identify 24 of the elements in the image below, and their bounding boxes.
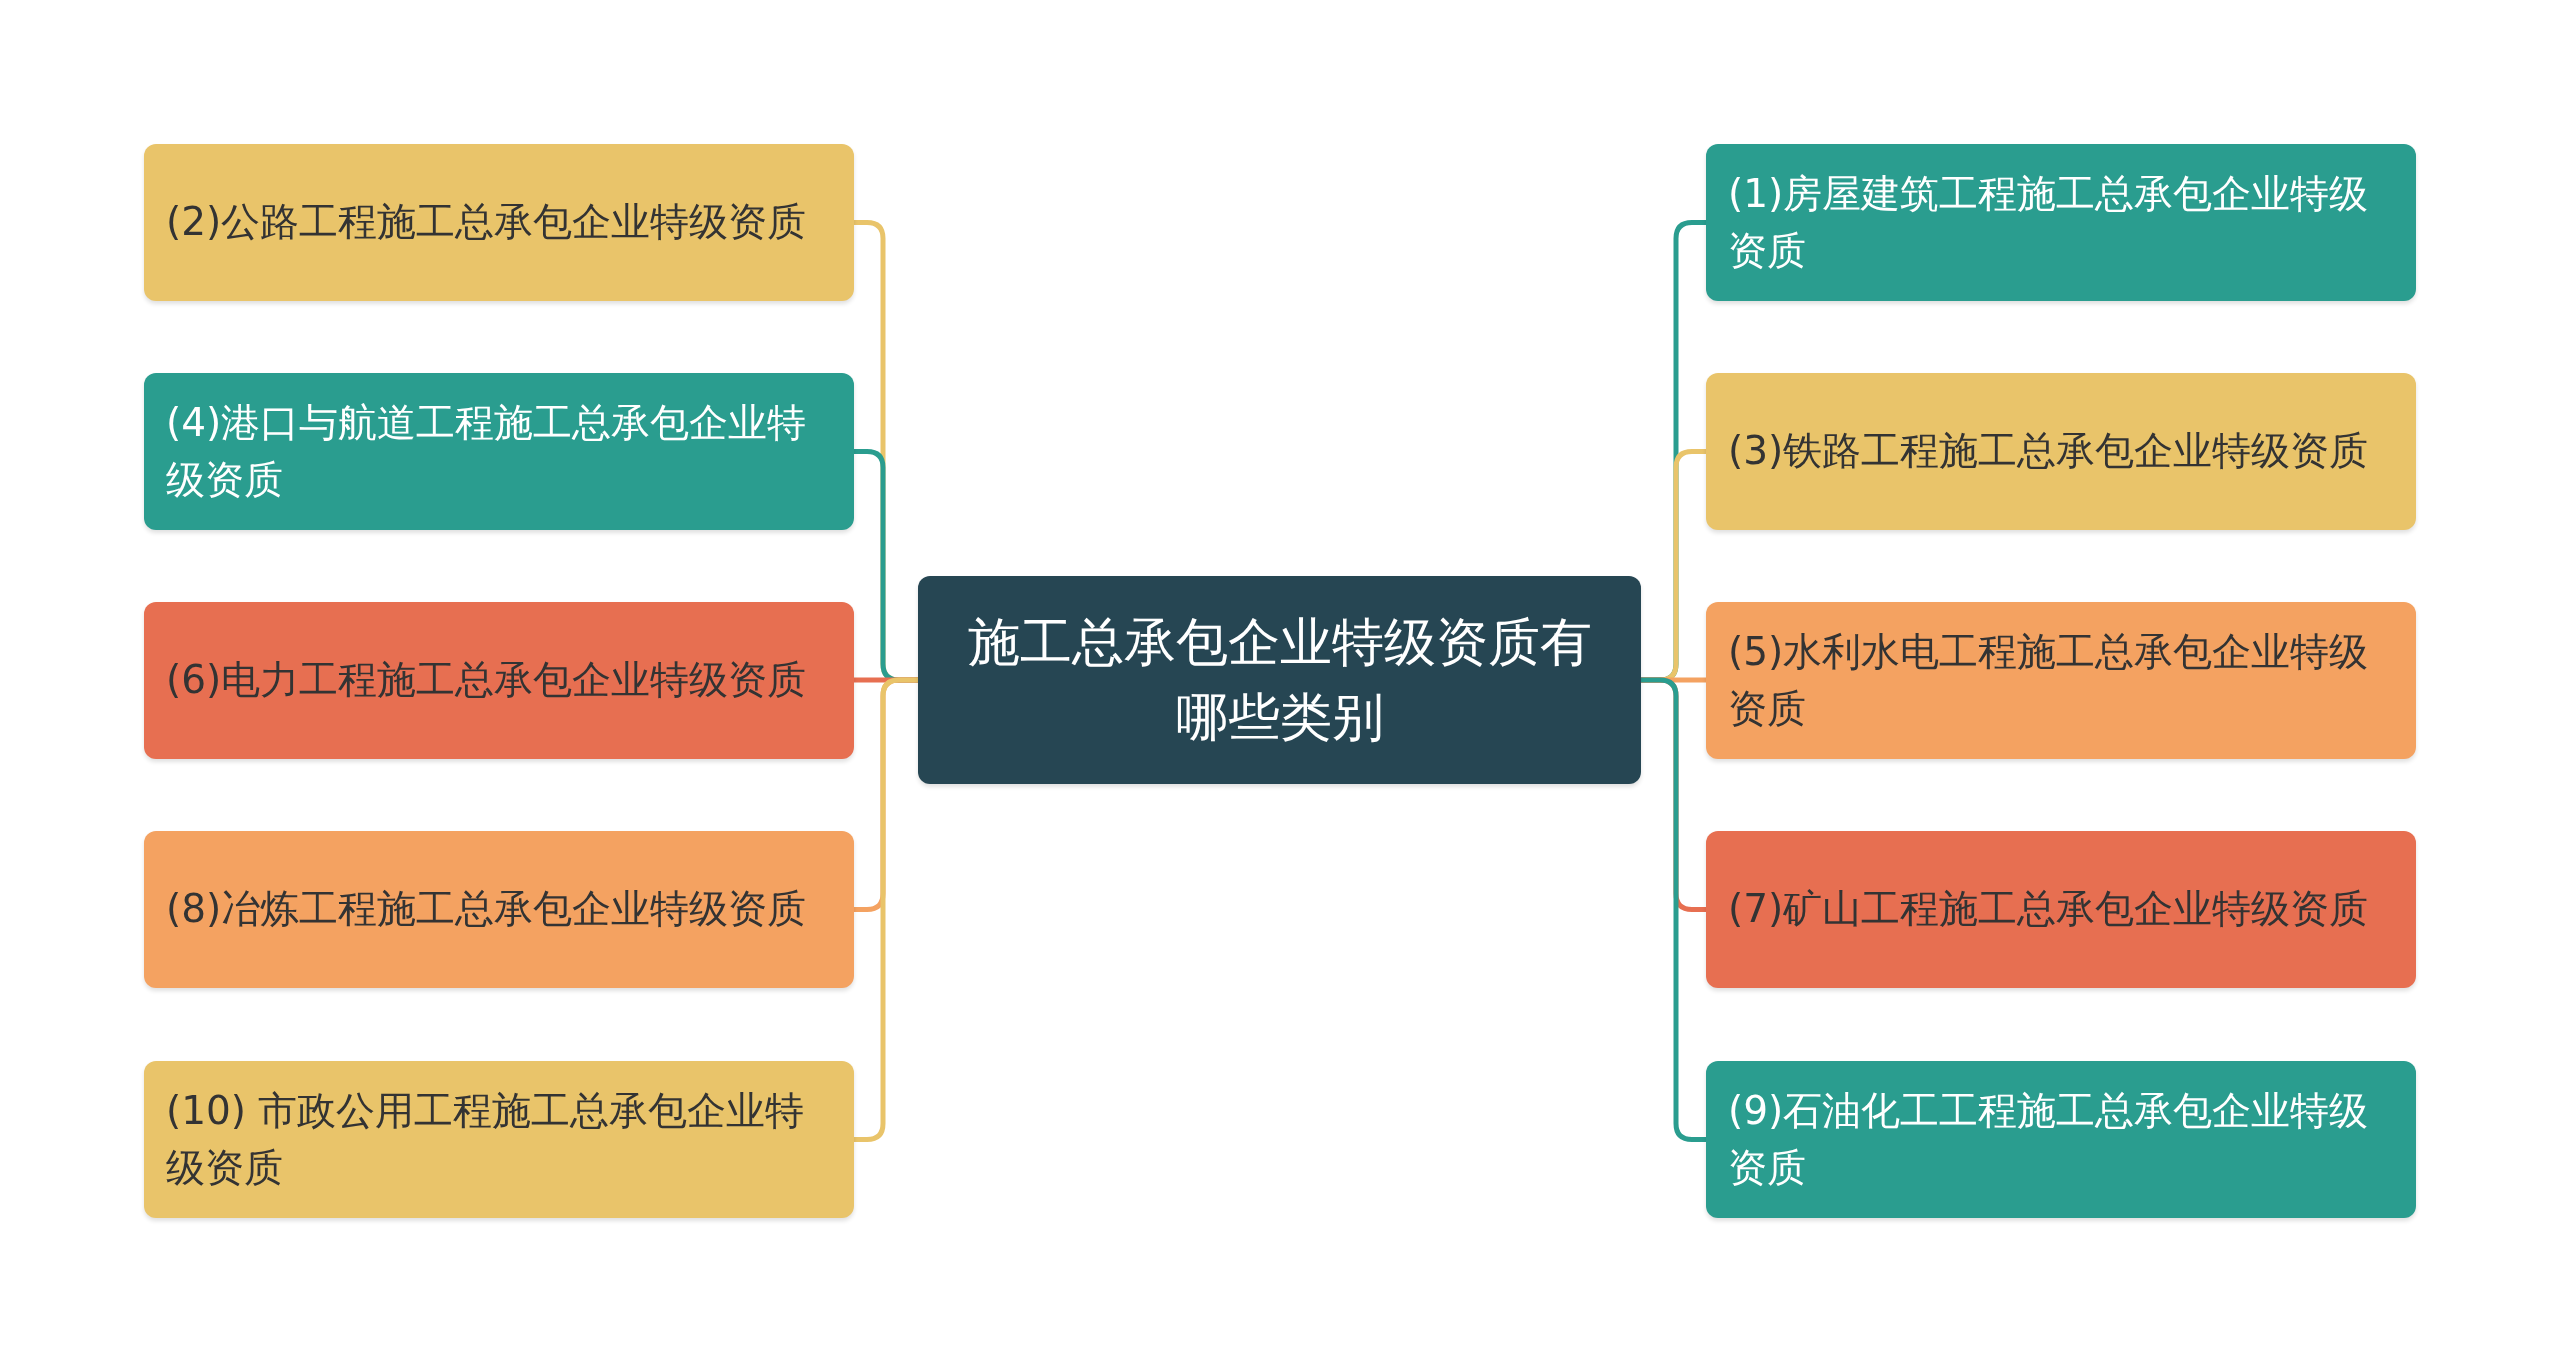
connector-line (854, 677, 918, 1142)
topic-text: (5)水利水电工程施工总承包企业特级资质 (1728, 627, 2370, 733)
topic-text: (10) 市政公用工程施工总承包企业特级资质 (166, 1086, 806, 1192)
topic-text: 施工总承包企业特级资质有哪些类别 (966, 610, 1593, 749)
central-topic-box (918, 576, 1641, 784)
connector-line (1641, 677, 1706, 1142)
topic-box (1706, 1061, 2416, 1218)
topic-text: (9)石油化工工程施工总承包企业特级资质 (1728, 1086, 2370, 1192)
topic-text: (8)冶炼工程施工总承包企业特级资质 (166, 885, 807, 934)
topic-box (1706, 831, 2416, 988)
topic-text: (3)铁路工程施工总承包企业特级资质 (1728, 427, 2369, 476)
topic-text: (4)港口与航道工程施工总承包企业特级资质 (166, 398, 808, 504)
topic-text: (6)电力工程施工总承包企业特级资质 (166, 656, 807, 705)
topic-box (1706, 144, 2416, 301)
topic-box (144, 1061, 854, 1218)
topic-box (144, 831, 854, 988)
topic-text: (1)房屋建筑工程施工总承包企业特级资质 (1728, 169, 2370, 275)
topic-text: (2)公路工程施工总承包企业特级资质 (166, 198, 807, 247)
topic-box (144, 144, 854, 301)
topic-box (1706, 373, 2416, 530)
topic-box (144, 602, 854, 759)
topic-box (144, 373, 854, 530)
topic-box (1706, 602, 2416, 759)
topic-text: (7)矿山工程施工总承包企业特级资质 (1728, 885, 2369, 934)
